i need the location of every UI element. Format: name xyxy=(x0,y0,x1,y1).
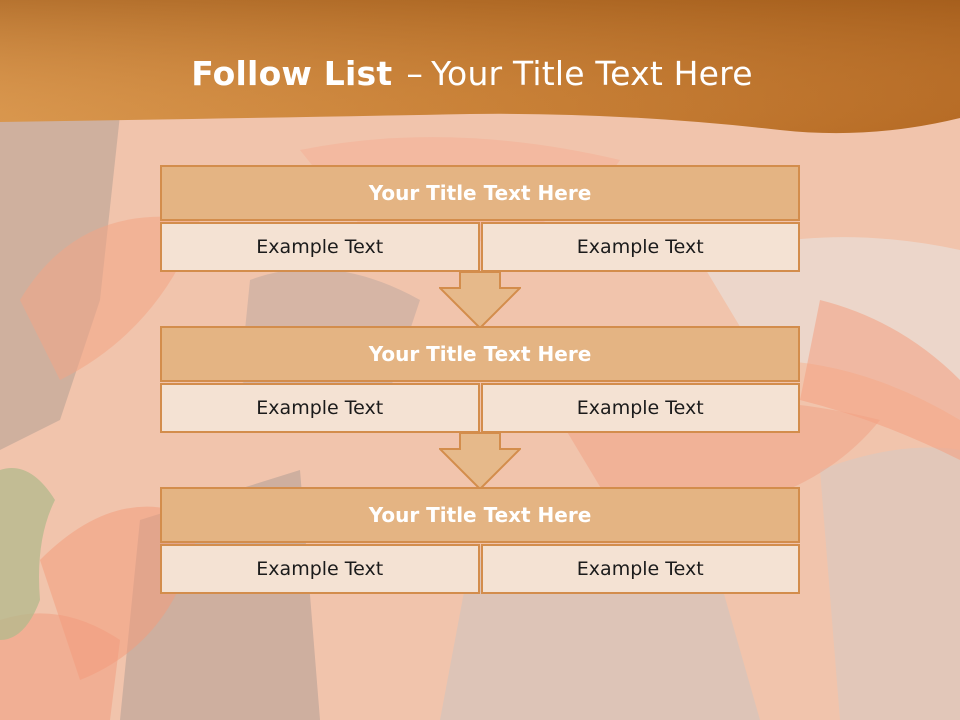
block-cell-right: Example Text xyxy=(480,544,800,594)
down-arrow-icon xyxy=(439,432,521,490)
title-separator: – xyxy=(406,54,424,93)
block-cell-left: Example Text xyxy=(160,222,480,272)
slide-title: Follow List–Your Title Text Here xyxy=(0,54,944,93)
block-cell-right: Example Text xyxy=(480,383,800,433)
block-title: Your Title Text Here xyxy=(160,326,800,382)
block-cell-left: Example Text xyxy=(160,544,480,594)
down-arrow-icon xyxy=(439,271,521,329)
block-row: Example Text Example Text xyxy=(160,222,800,272)
block-cell-right: Example Text xyxy=(480,222,800,272)
title-rest: Your Title Text Here xyxy=(431,54,753,93)
block-title: Your Title Text Here xyxy=(160,487,800,543)
block-row: Example Text Example Text xyxy=(160,544,800,594)
block-title: Your Title Text Here xyxy=(160,165,800,221)
list-block-2: Your Title Text Here Example Text Exampl… xyxy=(160,326,800,433)
list-block-1: Your Title Text Here Example Text Exampl… xyxy=(160,165,800,272)
block-cell-left: Example Text xyxy=(160,383,480,433)
title-bold: Follow List xyxy=(191,54,393,93)
list-block-3: Your Title Text Here Example Text Exampl… xyxy=(160,487,800,594)
block-row: Example Text Example Text xyxy=(160,383,800,433)
